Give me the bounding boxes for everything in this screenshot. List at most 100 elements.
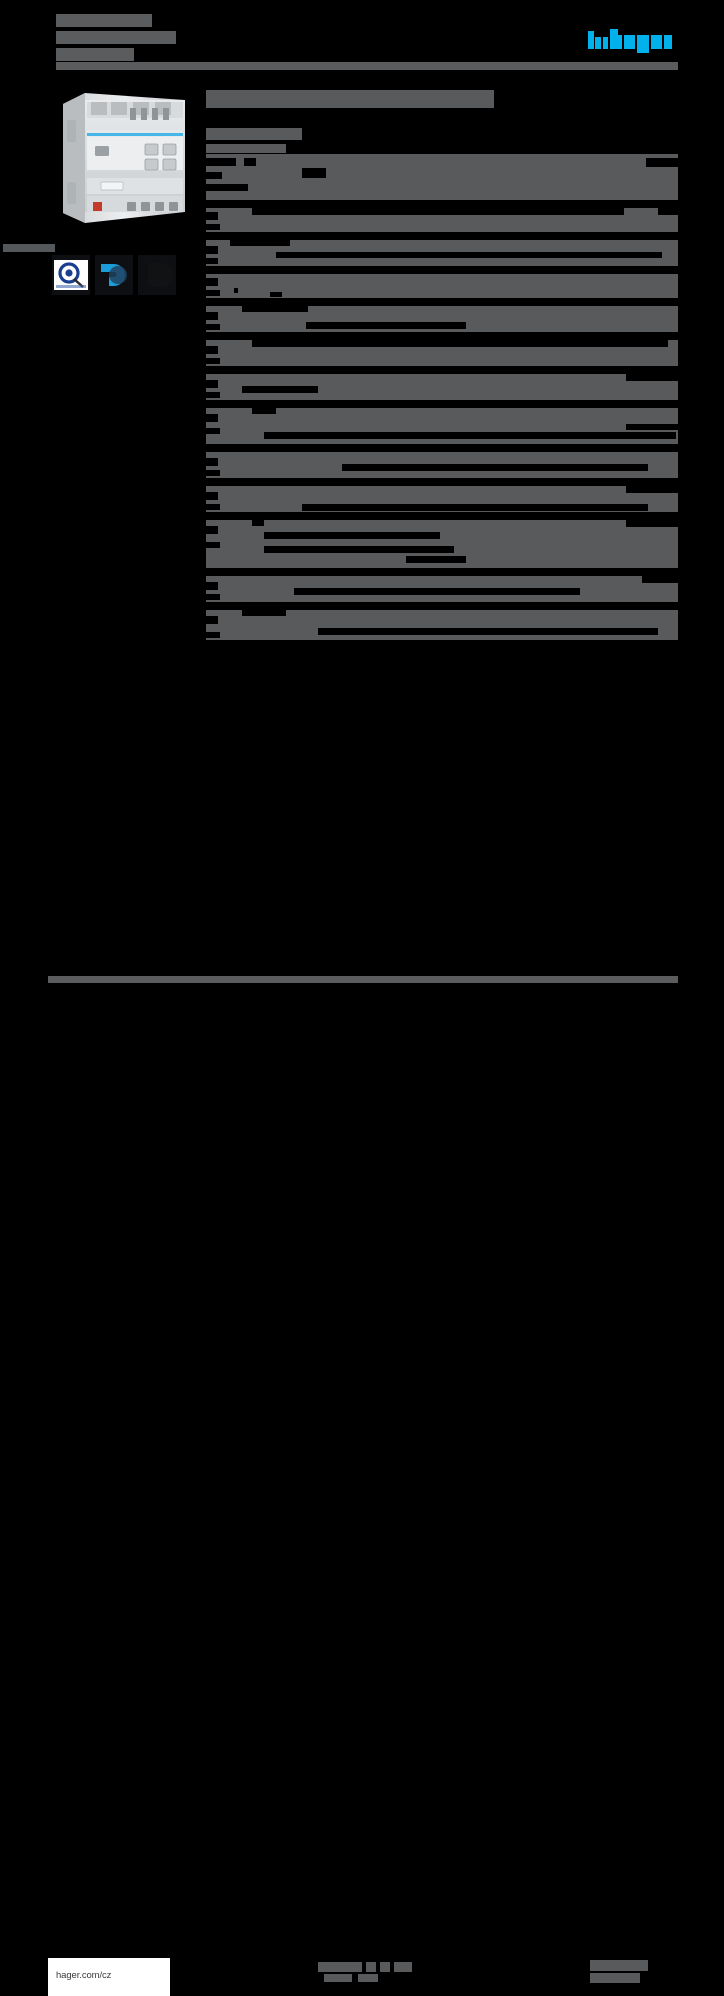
table-cell-gap [206,526,218,534]
header-divider [56,62,678,70]
footer-center-block [358,1974,378,1982]
footer-center-redacted [318,1962,458,1986]
table-row [206,274,678,298]
table-cell-gap [234,288,238,293]
footer-center-block [366,1962,376,1972]
subtitle-redaction-bar [206,128,302,140]
table-cell-gap [206,358,220,364]
dark-drop-badge [138,255,176,295]
table-caption-redacted [206,144,286,153]
footer-page-number-redacted [590,1960,660,1986]
table-cell-gap [206,380,218,388]
page-title [206,88,678,114]
table-cell-gap [406,556,466,563]
table-cell-gap [206,492,218,500]
table-cell-gap [294,588,580,595]
table-cell-gap [206,428,220,434]
page-subtitle [206,128,678,144]
table-cell-gap [270,292,282,297]
table-cell-gap [252,520,264,526]
table-cell-gap [206,616,218,624]
header-title-line [56,31,176,44]
footer-center-block [324,1974,352,1982]
table-cell-gap [206,172,222,179]
table-cell-gap [318,628,658,635]
header-title-line [56,14,152,27]
table-cell-gap [206,470,220,476]
table-cell-gap [206,246,218,254]
footer-center-block [318,1962,362,1972]
table-cell-gap [252,340,668,347]
table-cell-gap [252,208,624,215]
table-cell-gap [206,312,218,320]
table-cell-gap [206,324,220,330]
product-caption-redacted [3,244,55,252]
table-cell-gap [252,408,276,414]
footer-center-block [394,1962,412,1972]
table-row [206,154,678,200]
footer-url-box[interactable]: hager.com/cz [48,1958,170,1996]
footer-center-block [380,1962,390,1972]
table-cell-gap [206,392,220,398]
table-cell-gap [206,258,218,264]
table-cell-gap [342,464,648,471]
table-row [206,240,678,266]
table-row [206,408,678,444]
table-cell-gap [242,386,318,393]
table-cell-gap [206,542,220,548]
table-cell-gap [206,582,218,590]
table-cell-gap [206,346,218,354]
page-footer: hager.com/cz [0,975,724,1996]
table-row [206,306,678,332]
table-cell-gap [206,504,220,510]
blue-leaf-badge [95,255,133,295]
table-cell-gap [206,184,248,191]
table-cell-gap [244,158,256,166]
table-cell-gap [302,504,648,511]
footer-divider [48,976,678,983]
table-cell-gap [264,432,676,439]
table-row [206,340,678,366]
table-cell-gap [658,208,678,215]
table-cell-gap [242,306,308,312]
table-cell-gap [206,158,236,166]
table-cell-gap [230,240,290,246]
table-cell-gap [206,414,218,422]
header-title-line [56,48,134,61]
product-image [57,86,192,229]
footer-right-block [590,1973,640,1983]
table-cell-gap [206,278,218,286]
footer-right-block [590,1960,648,1971]
table-cell-gap [646,158,678,167]
table-cell-gap [206,594,220,600]
table-row [206,208,678,232]
footer-url-text: hager.com/cz [56,1970,112,1981]
table-cell-gap [626,424,678,430]
table-cell-gap [264,546,454,553]
table-cell-gap [206,458,218,466]
title-redaction-bar [206,90,494,108]
header-title-redacted [56,14,196,62]
table-cell-gap [626,486,678,493]
table-cell-gap [302,168,326,178]
table-row [206,610,678,640]
table-cell-gap [206,290,220,296]
table-row [206,576,678,602]
table-cell-gap [206,632,220,638]
table-row [206,452,678,478]
table-row [206,520,678,568]
table-row [206,374,678,400]
table-cell-gap [626,374,678,381]
table-cell-gap [626,520,678,527]
table-cell-gap [242,610,286,616]
table-cell-gap [264,532,440,539]
page-header [0,0,724,72]
table-cell-gap [206,224,220,230]
table-cell-gap [206,212,218,220]
hager-logo [588,29,674,53]
table-row [206,486,678,512]
specification-table [206,144,678,640]
table-cell-gap [642,576,678,583]
table-cell-gap [276,252,662,258]
